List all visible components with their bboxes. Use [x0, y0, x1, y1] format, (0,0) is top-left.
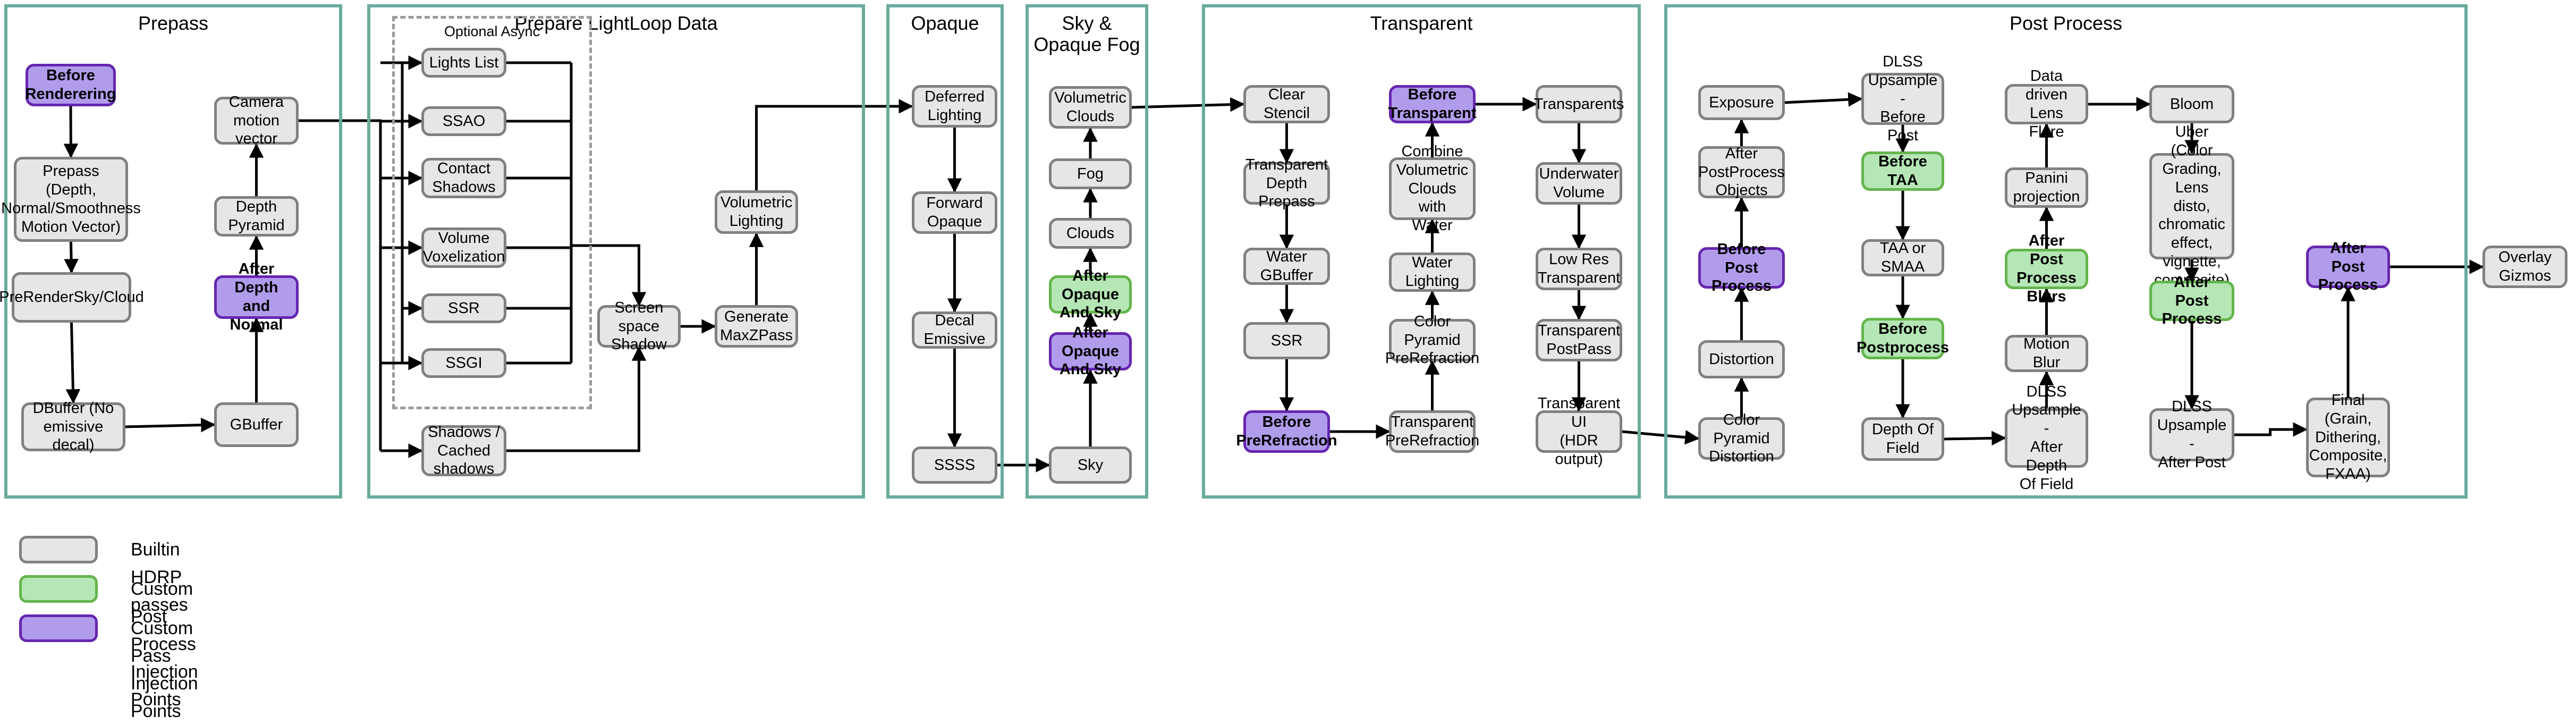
pass-node-after-post-process-blurs[interactable]: After Post Process Blurs — [2005, 232, 2088, 305]
legend-swatch-legend-custompass — [19, 614, 98, 642]
pass-node-color-pyramid-distortion[interactable]: Color Pyramid Distortion — [1698, 411, 1785, 465]
pass-node-underwater-volume[interactable]: Underwater Volume — [1536, 162, 1622, 205]
pass-node-clear-stencil[interactable]: Clear Stencil — [1243, 85, 1330, 123]
pass-node-before-taa[interactable]: Before TAA — [1861, 151, 1944, 191]
pass-node-after-post-process-green[interactable]: After Post Process — [2149, 274, 2234, 327]
stage-group-prepass — [4, 4, 342, 499]
pass-node-shadows-cached[interactable]: Shadows / Cached shadows — [421, 424, 506, 477]
pass-node-clouds[interactable]: Clouds — [1049, 218, 1132, 249]
pass-node-after-postprocess-objects[interactable]: After PostProcess Objects — [1698, 145, 1785, 199]
stage-group-title-postprocess: Post Process — [2009, 12, 2123, 34]
pass-node-before-transparent[interactable]: Before Transparent — [1388, 85, 1477, 123]
pass-node-lights-list[interactable]: Lights List — [421, 48, 506, 78]
pass-node-deferred-lighting[interactable]: Deferred Lighting — [912, 85, 997, 128]
legend-swatch-legend-postfx — [19, 575, 98, 603]
pass-node-before-post-process[interactable]: Before Post Process — [1698, 241, 1785, 294]
pass-node-ssao[interactable]: SSAO — [421, 106, 506, 136]
pass-node-bloom[interactable]: Bloom — [2149, 85, 2234, 123]
pass-node-before-prerefraction[interactable]: Before PreRefraction — [1236, 410, 1337, 453]
legend-label-legend-custompass: Custom Pass Injection Points — [131, 618, 198, 721]
pass-node-forward-opaque[interactable]: Forward Opaque — [912, 191, 997, 234]
pass-node-decal-emissive[interactable]: Decal Emissive — [912, 311, 997, 349]
pass-node-combine-volumetric-clouds-water[interactable]: Combine Volumetric Clouds with Water — [1389, 143, 1476, 234]
stage-group-opaque — [886, 4, 1004, 499]
pass-node-ssr-lightloop[interactable]: SSR — [421, 293, 506, 323]
pass-node-after-opaque-sky-purple[interactable]: After Opaque And Sky — [1049, 324, 1132, 378]
pass-node-ssss[interactable]: SSSS — [912, 446, 997, 484]
pass-node-panini-projection[interactable]: Panini projection — [2005, 167, 2088, 208]
pass-node-volumetric-clouds[interactable]: Volumetric Clouds — [1049, 86, 1132, 129]
pass-node-transparent-depth-prepass[interactable]: Transparent Depth Prepass — [1243, 156, 1330, 210]
pass-node-uber[interactable]: Uber (Color Grading, Lens disto, chromat… — [2149, 123, 2234, 289]
pass-node-camera-motion-vector[interactable]: Camera motion vector — [214, 94, 299, 147]
pass-node-transparent-prerefraction[interactable]: Transparent PreRefraction — [1385, 410, 1479, 453]
pass-node-dbuffer[interactable]: DBuffer (No emissive decal) — [21, 400, 125, 453]
pass-node-dlss-upsample-before-post[interactable]: DLSS Upsample - Before Post — [1861, 53, 1944, 144]
pass-node-ssgi[interactable]: SSGI — [421, 348, 506, 378]
pass-node-after-post-process-purple[interactable]: After Post Process — [2306, 240, 2390, 293]
stage-group-title-transparent: Transparent — [1370, 12, 1473, 34]
pass-node-after-opaque-sky-green[interactable]: After Opaque And Sky — [1049, 267, 1132, 321]
stage-group-title-lightloop: Prepare LightLoop Data — [514, 12, 718, 34]
pass-node-exposure[interactable]: Exposure — [1698, 85, 1785, 120]
optional-async-container — [392, 16, 592, 409]
pass-node-data-driven-lens-flare[interactable]: Data driven Lens Flare — [2005, 68, 2088, 140]
pass-node-dlss-upsample-after-post[interactable]: DLSS Upsample - After Post — [2149, 398, 2234, 471]
pass-node-transparent-ui[interactable]: Transparent UI (HDR output) — [1536, 395, 1622, 468]
stage-group-lightloop — [367, 4, 865, 499]
optional-async-label: Optional Async — [444, 23, 540, 39]
pass-node-before-rendering[interactable]: Before Renderering — [26, 64, 116, 106]
pass-node-before-postprocess[interactable]: Before Postprocess — [1857, 318, 1949, 359]
pass-node-color-pyramid-prerefraction[interactable]: Color Pyramid PreRefraction — [1385, 313, 1480, 367]
pass-node-low-res-transparent[interactable]: Low Res Transparent — [1536, 248, 1622, 290]
stage-group-postprocess — [1664, 4, 2468, 499]
pass-node-depth-of-field[interactable]: Depth Of Field — [1861, 417, 1944, 461]
pass-node-generate-maxzpass[interactable]: Generate MaxZPass — [715, 305, 798, 348]
pass-node-water-lighting[interactable]: Water Lighting — [1389, 252, 1476, 292]
legend-label-legend-builtin: Builtin HDRP passes — [131, 539, 188, 615]
pass-node-volumetric-lighting[interactable]: Volumetric Lighting — [715, 190, 798, 234]
pass-node-screen-space-shadow[interactable]: Screen space Shadow — [597, 299, 681, 353]
pass-node-transparent-postpass[interactable]: Transparent PostPass — [1536, 319, 1622, 361]
pass-node-water-gbuffer[interactable]: Water GBuffer — [1243, 248, 1330, 285]
pass-node-final[interactable]: Final (Grain, Dithering, Composite, FXAA… — [2306, 392, 2390, 483]
pass-node-after-depth-normal[interactable]: After Depth and Normal — [214, 260, 299, 333]
frame-graph-diagram: Prepass Prepare LightLoop Data Opaque Sky &… — [0, 4, 2567, 721]
pass-node-taa-or-smaa[interactable]: TAA or SMAA — [1861, 239, 1944, 276]
pass-node-overlay-gizmos[interactable]: Overlay Gizmos — [2482, 246, 2567, 288]
stage-group-skyfog — [1026, 4, 1148, 499]
pass-node-volume-voxelization[interactable]: Volume Voxelization — [421, 227, 506, 268]
pass-node-prerendersky-cloud[interactable]: PreRenderSky/Cloud — [0, 272, 144, 323]
pass-node-depth-pyramid[interactable]: Depth Pyramid — [214, 196, 299, 237]
pass-node-ssr-transparent[interactable]: SSR — [1243, 322, 1330, 359]
stage-group-title-prepass: Prepass — [138, 12, 209, 34]
stage-group-title-opaque: Opaque — [911, 12, 979, 34]
pass-node-gbuffer[interactable]: GBuffer — [214, 402, 299, 447]
legend-swatch-legend-builtin — [19, 536, 98, 563]
stage-group-title-skyfog: Sky & Opaque Fog — [1033, 12, 1140, 56]
pass-node-motion-blur[interactable]: Motion Blur — [2005, 335, 2088, 372]
pass-node-contact-shadows[interactable]: Contact Shadows — [421, 158, 506, 198]
stage-group-transparent — [1202, 4, 1641, 499]
pass-node-prepass-depth[interactable]: Prepass (Depth, Normal/Smoothness Motion… — [1, 157, 141, 242]
pass-node-fog[interactable]: Fog — [1049, 158, 1132, 189]
pass-node-dlss-upsample-after-dof[interactable]: DLSS Upsample - After Depth Of Field — [2005, 383, 2088, 493]
pass-node-sky[interactable]: Sky — [1049, 446, 1132, 484]
pass-node-distortion[interactable]: Distortion — [1698, 340, 1785, 378]
pass-node-transparents[interactable]: Transparents — [1534, 85, 1624, 123]
